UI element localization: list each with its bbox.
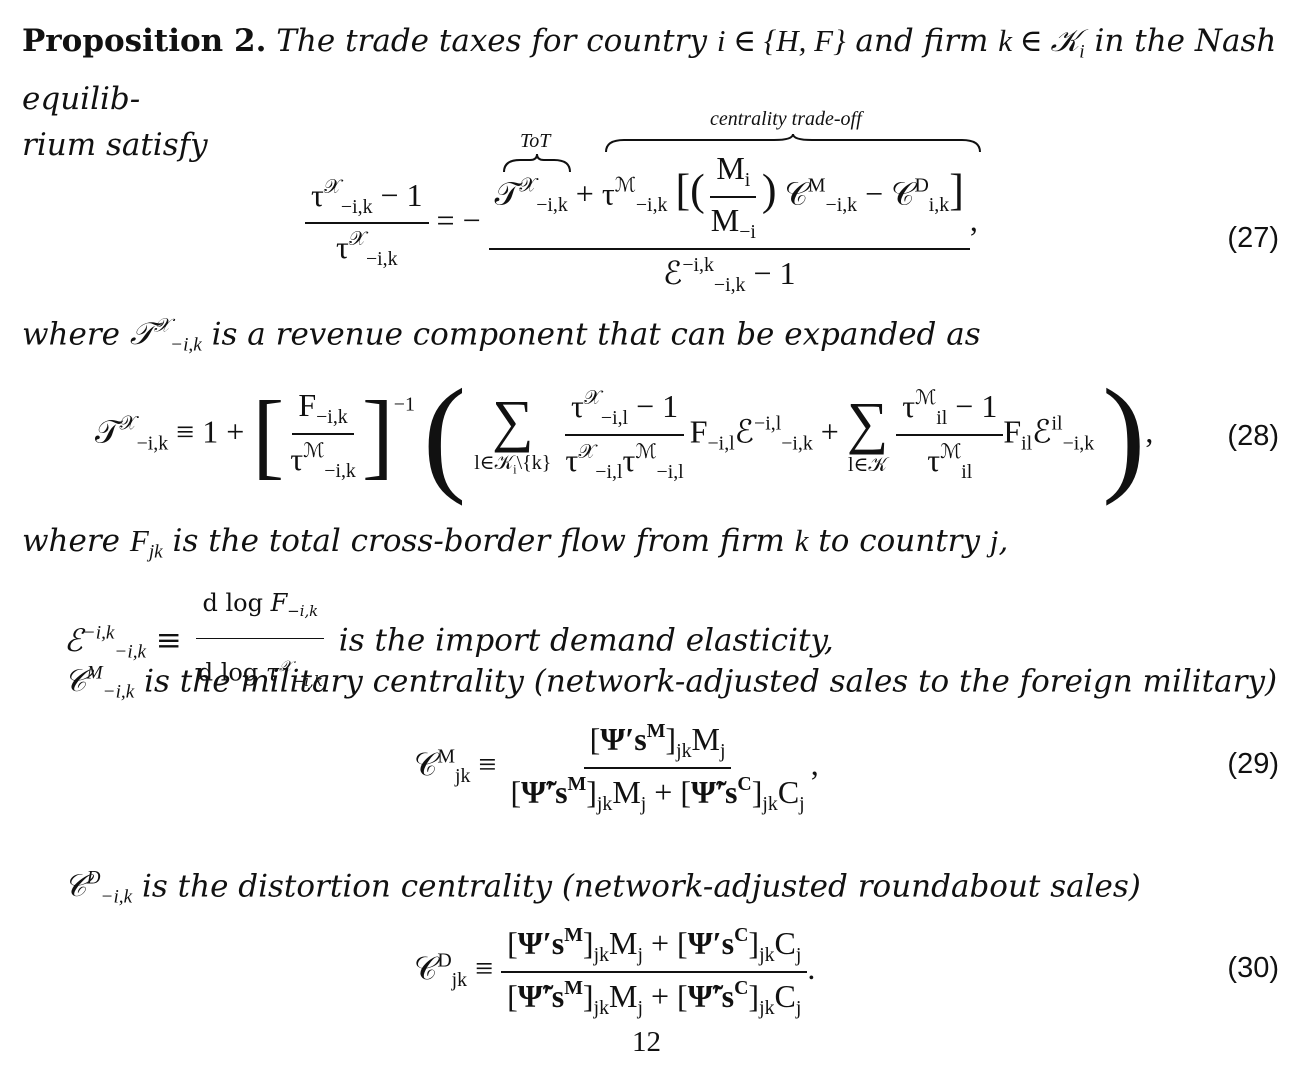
brace-label-centrality: centrality trade-off xyxy=(710,108,862,130)
def-military-centrality: 𝒞M−i,k is the military centrality (netwo… xyxy=(64,663,1278,704)
eq27-lhs-fraction: τ𝒳−i,k − 1 τ𝒳−i,k xyxy=(305,176,429,272)
equation-27: τ𝒳−i,k − 1 τ𝒳−i,k = − 𝒯𝒳−i,k + τℳ−i,k [(… xyxy=(305,150,978,297)
overbrace-tot xyxy=(503,153,571,173)
brace-label-tot: ToT xyxy=(520,130,551,152)
statement-text-a: The trade taxes for country xyxy=(276,23,707,59)
equation-30: 𝒞Djk ≡ [Ψ′sM]jkMj + [Ψ′sC]jkCj [Ψ̃′sM]jk… xyxy=(414,924,816,1019)
proposition-label: Proposition 2. xyxy=(22,23,267,59)
statement-text-b: and firm xyxy=(855,23,989,59)
statement-text-c: in the Nash equilib- xyxy=(22,23,1277,117)
equation-number-28: (28) xyxy=(1227,420,1279,452)
proposition-statement: Proposition 2. The trade taxes for count… xyxy=(22,18,1282,168)
equation-number-30: (30) xyxy=(1227,952,1279,984)
page-number: 12 xyxy=(632,1026,661,1058)
overbrace-centrality xyxy=(605,133,981,153)
text-where-F: where Fjk is the total cross-border flow… xyxy=(22,523,1009,563)
math-k-in-set: k ∈ 𝒦i xyxy=(998,23,1085,63)
statement-text-d: rium satisfy xyxy=(22,126,208,163)
equation-number-29: (29) xyxy=(1227,748,1279,780)
equation-29: 𝒞Mjk ≡ [Ψ′sM]jkMj [Ψ̃′sM]jkMj + [Ψ̃′sC]j… xyxy=(414,720,819,815)
def-distortion-centrality: 𝒞D−i,k is the distortion centrality (net… xyxy=(64,868,1141,909)
equation-number-27: (27) xyxy=(1227,222,1279,254)
math-i-in-set: i ∈ {H, F} xyxy=(716,23,846,58)
text-where-T: where 𝒯𝒳−i,k is a revenue component that… xyxy=(22,316,981,357)
